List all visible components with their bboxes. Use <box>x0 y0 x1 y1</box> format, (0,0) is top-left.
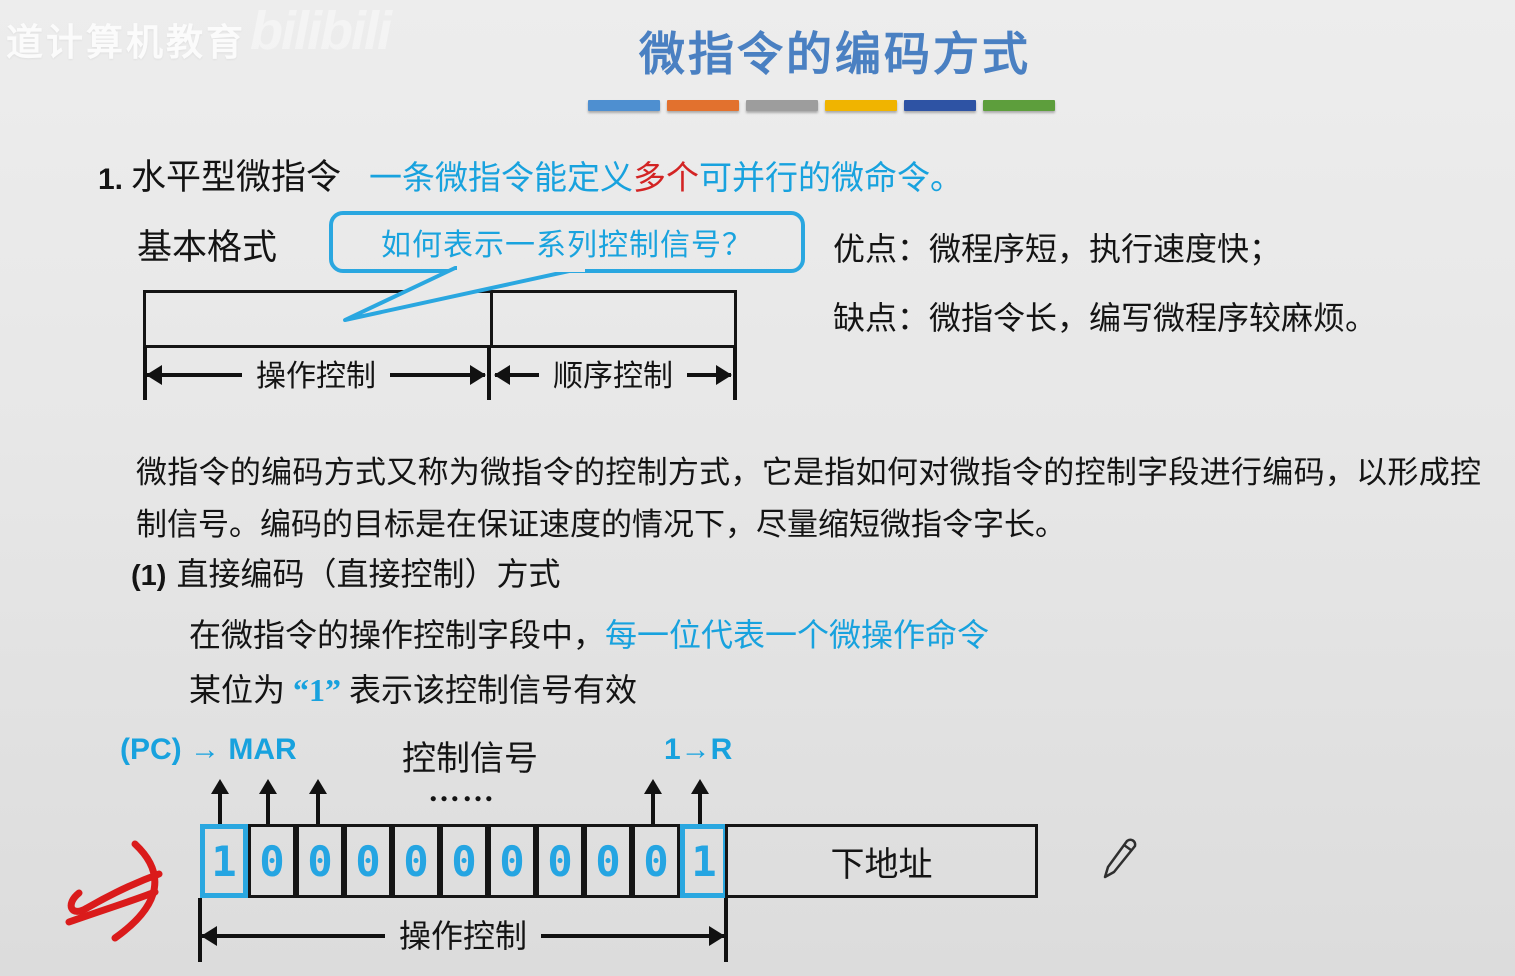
line2-black1: 某位为 <box>189 672 286 708</box>
measure-operation-control-bottom: 操作控制 <box>201 918 726 954</box>
cons-text: 缺点：微指令长，编写微程序较麻烦。 <box>833 300 1378 336</box>
bit-cell: 0 <box>440 824 488 898</box>
pencil-icon <box>1103 838 1137 879</box>
guide-line <box>733 347 737 400</box>
next-address-label: 下地址 <box>830 846 933 884</box>
divider-bar <box>825 100 897 111</box>
up-arrow-icon <box>309 779 327 825</box>
direct-encoding-line2: 某位为“1”表示该控制信号有效 <box>189 665 637 711</box>
format-box-divider <box>490 293 493 345</box>
item-number: (1) <box>131 560 167 592</box>
divider-bar <box>904 100 976 111</box>
pros-text: 优点：微程序短，执行速度快； <box>833 231 1282 267</box>
channel-watermark: 道计算机教育 <box>6 22 246 63</box>
arrow-right <box>687 365 732 385</box>
bilibili-logo-watermark: bilibili <box>250 1 392 61</box>
measure-label: 操作控制 <box>256 360 376 393</box>
note-part-1: 一条微指令能定义 <box>369 161 634 197</box>
divider-bar <box>746 100 818 111</box>
arrow-right <box>390 365 486 385</box>
bit-cell: 0 <box>248 824 296 898</box>
section-title: 水平型微指令 <box>131 158 342 197</box>
section-note: 一条微指令能定义多个可并行的微命令。 <box>369 151 963 199</box>
up-arrow-icon <box>259 779 277 825</box>
direct-encoding-line1: 在微指令的操作控制字段中，每一位代表一个微操作命令 <box>189 610 989 656</box>
direct-encoding-heading: (1) 直接编码（直接控制）方式 <box>131 549 560 595</box>
bit-cell: 0 <box>488 824 536 898</box>
measure-sequence-control: 顺序控制 <box>494 357 732 393</box>
measure-label: 操作控制 <box>399 918 528 954</box>
ellipsis-dots: …… <box>428 772 496 808</box>
up-arrow-icon <box>691 779 709 825</box>
guide-line <box>724 898 728 962</box>
bit-cell: 0 <box>296 824 344 898</box>
up-arrow-icon <box>211 779 229 825</box>
divider-bar <box>667 100 739 111</box>
guide-line <box>487 347 491 400</box>
signal-label-1-r: 1→R <box>664 733 733 766</box>
line2-black2: 表示该控制信号有效 <box>349 672 638 708</box>
bit-cell: 0 <box>536 824 584 898</box>
note-highlight-red: 多个 <box>633 161 700 197</box>
bit-cell: 0 <box>584 824 632 898</box>
measure-label: 顺序控制 <box>553 360 673 393</box>
section-number: 1. <box>98 163 124 196</box>
body-paragraph: 微指令的编码方式又称为微指令的控制方式，它是指如何对微指令的控制字段进行编码，以… <box>136 455 1481 542</box>
signal-label-pc-mar: (PC) → MAR <box>120 733 297 766</box>
note-part-2: 可并行的微命令。 <box>699 161 964 197</box>
bit-cell: 0 <box>392 824 440 898</box>
callout-bubble: 如何表示一系列控制信号？ <box>329 211 805 273</box>
arrow-left <box>494 365 539 385</box>
up-arrow-icon <box>644 779 662 825</box>
handwritten-red-arrow <box>65 840 163 942</box>
signal-label-control: 控制信号 <box>402 741 538 778</box>
title-divider-bars <box>588 100 1055 111</box>
basic-format-label: 基本格式 <box>137 228 278 267</box>
line2-quoted-one: “1” <box>293 672 342 708</box>
section-heading: 1. 水平型微指令 一条微指令能定义多个可并行的微命令。 <box>98 149 963 200</box>
arrow-left <box>146 365 242 385</box>
divider-bar <box>588 100 660 111</box>
divider-bar <box>983 100 1055 111</box>
bit-cell: 1 <box>680 824 728 898</box>
measure-operation-control: 操作控制 <box>146 357 486 393</box>
arrow-right <box>541 926 726 946</box>
item-title: 直接编码（直接控制）方式 <box>176 556 561 592</box>
arrow-left <box>201 926 385 946</box>
line1-black: 在微指令的操作控制字段中， <box>189 617 606 653</box>
bit-cell: 0 <box>344 824 392 898</box>
bit-cell: 1 <box>200 824 248 898</box>
bit-cell: 0 <box>632 824 680 898</box>
guide-line <box>143 347 147 400</box>
line1-blue: 每一位代表一个微操作命令 <box>605 617 990 653</box>
page-title: 微指令的编码方式 <box>639 29 1031 80</box>
guide-line <box>198 898 202 962</box>
next-address-field: 下地址 <box>725 824 1038 898</box>
format-box <box>143 290 737 348</box>
callout-bubble-text: 如何表示一系列控制信号？ <box>381 229 753 262</box>
